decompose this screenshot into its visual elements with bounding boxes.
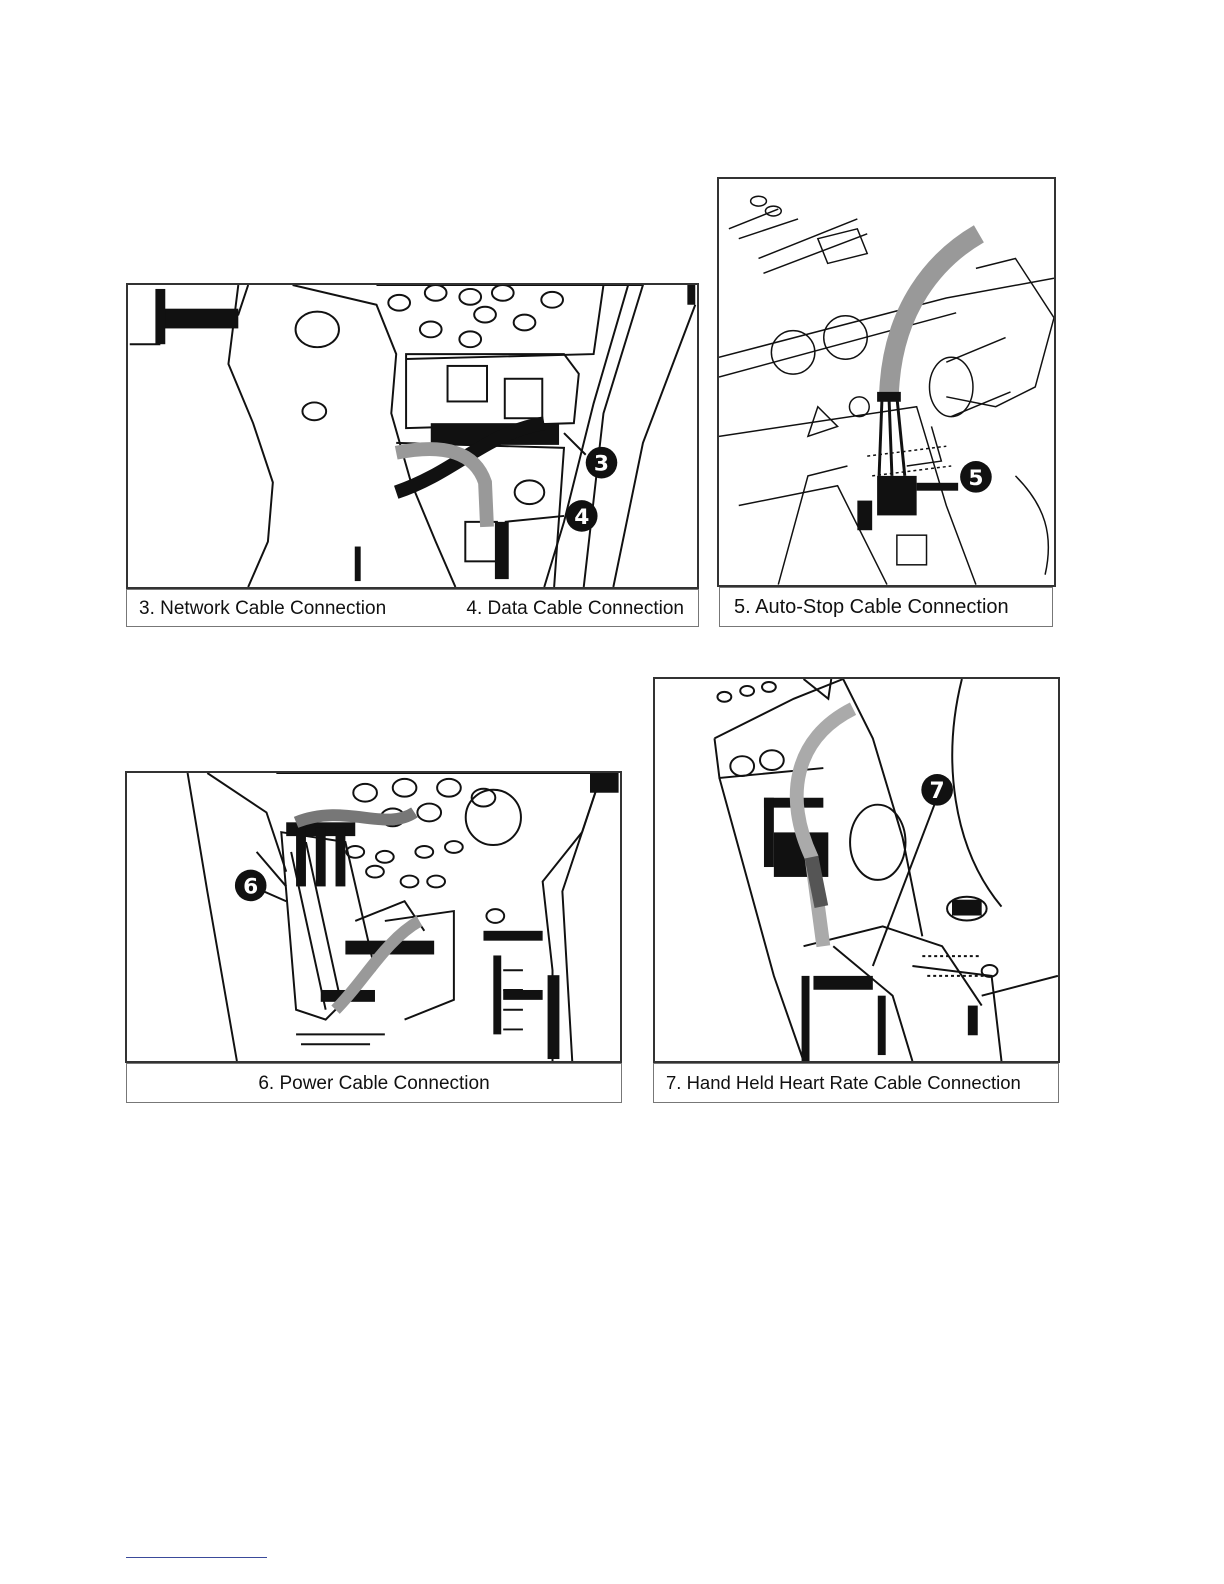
- svg-text:3: 3: [594, 452, 609, 477]
- footer-rule: [126, 1557, 267, 1558]
- caption-auto-stop: 5. Auto-Stop Cable Connection: [719, 587, 1053, 627]
- caption-data-cable: 4. Data Cable Connection: [466, 599, 698, 618]
- caption-network-data: 3. Network Cable Connection 4. Data Cabl…: [126, 589, 699, 627]
- callout-5: 5: [960, 461, 992, 493]
- caption-network-cable: 3. Network Cable Connection: [139, 599, 386, 618]
- heart-rate-illustration: 7: [655, 679, 1058, 1061]
- figure-heart-rate-cable: 7: [653, 677, 1060, 1063]
- auto-stop-illustration: 5: [719, 179, 1054, 585]
- figure-power-cable: 6: [125, 771, 622, 1063]
- network-data-illustration: 3 4: [128, 285, 697, 587]
- svg-text:6: 6: [243, 874, 258, 899]
- power-cable-illustration: 6: [127, 773, 620, 1061]
- caption-power: 6. Power Cable Connection: [126, 1063, 622, 1103]
- callout-7: 7: [921, 774, 953, 806]
- caption-auto-stop-text: 5. Auto-Stop Cable Connection: [734, 597, 1009, 617]
- caption-heart-rate-text: 7. Hand Held Heart Rate Cable Connection: [666, 1074, 1021, 1093]
- callout-3: 3: [586, 447, 618, 479]
- figure-network-data-cable: 3 4: [126, 283, 699, 589]
- figure-auto-stop-cable: 5: [717, 177, 1056, 587]
- svg-text:4: 4: [574, 505, 589, 530]
- svg-text:5: 5: [968, 466, 983, 491]
- caption-heart-rate: 7. Hand Held Heart Rate Cable Connection: [653, 1063, 1059, 1103]
- callout-6: 6: [235, 870, 267, 902]
- caption-power-text: 6. Power Cable Connection: [258, 1074, 489, 1093]
- callout-4: 4: [566, 500, 598, 532]
- svg-text:7: 7: [930, 779, 945, 804]
